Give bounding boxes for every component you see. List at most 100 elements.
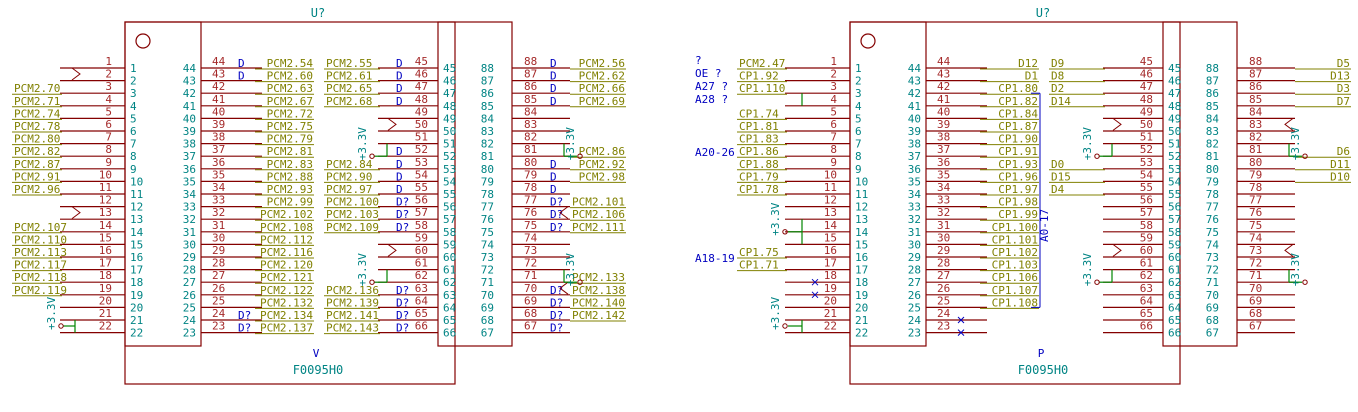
part-v-net-col2: PCM2.81 <box>267 145 313 158</box>
part-v-signal-tag-col3: D? <box>396 296 409 309</box>
part-p-net-col2: CP1.97 <box>998 183 1038 196</box>
no-connect-b-part-p-23 <box>957 329 965 336</box>
part-v-pin-name-col3: 57 <box>443 213 456 226</box>
part-v-net-col3: PCM2.103 <box>326 208 379 221</box>
part-v-pin-name-col3: 58 <box>443 226 456 239</box>
part-p-pin-name-right: 80 <box>1206 163 1219 176</box>
part-p-pin-name-right: 70 <box>1206 289 1219 302</box>
part-v-pin-number-col3: 46 <box>415 68 428 81</box>
part-v-pin-number-left: 9 <box>105 156 112 169</box>
part-v-pin-number-left: 12 <box>99 194 112 207</box>
part-v-signal-tag-col3: D? <box>396 322 409 335</box>
part-p-pin-number-col2: 43 <box>937 68 950 81</box>
power-label-part-v-right-mid: +3.3V <box>564 127 577 160</box>
part-p-net-col2: CP1.102 <box>992 246 1038 259</box>
part-p-pin-number-left: 2 <box>830 68 837 81</box>
power-label-part-p-col3-mid: +3.3V <box>1081 127 1094 160</box>
part-p-pin-name-col3: 56 <box>1168 201 1181 214</box>
pin-group-bracket-part-v-left-1-2 <box>71 67 81 81</box>
part-v-pin-name-right: 80 <box>481 163 494 176</box>
part-v-net-col2: PCM2.75 <box>267 120 313 133</box>
part-v-net-col2: PCM2.99 <box>267 196 313 209</box>
part-v-pin-number-right: 85 <box>524 93 537 106</box>
part-p-pin-number-right: 77 <box>1249 194 1262 207</box>
part-p-pin-name-col2: 33 <box>908 201 921 214</box>
part-p-pin-number-col2: 35 <box>937 168 950 181</box>
part-p-pin-name-left: 20 <box>855 301 868 314</box>
part-p-pin-name-left: 1 <box>855 62 862 75</box>
part-p-pin-number-left: 1 <box>830 55 837 68</box>
part-p-pin-name-right: 88 <box>1206 62 1219 75</box>
power-symbol-part-v-col3-mid <box>369 153 375 159</box>
part-v-net-left: PCM2.110 <box>14 233 67 246</box>
part-p-pin-number-right: 79 <box>1249 168 1262 181</box>
power-symbol-part-p-left-low <box>782 323 788 329</box>
part-v-pin-name-col2: 39 <box>183 125 196 138</box>
power-symbol-part-p-left-mid <box>782 229 788 235</box>
part-v-pin-name-left: 20 <box>130 301 143 314</box>
part-p-pin-number-col3: 46 <box>1140 68 1153 81</box>
part-v-pin-number-col3: 47 <box>415 80 428 93</box>
part-v-pin-number-right: 76 <box>524 206 537 219</box>
part-p-pin-number-col2: 29 <box>937 244 950 257</box>
part-v-pin-number-right: 74 <box>524 231 538 244</box>
part-v-pin-name-right: 73 <box>481 251 494 264</box>
part-p-pin-name-right: 79 <box>1206 175 1219 188</box>
part-p-pin-number-left: 18 <box>824 269 837 282</box>
part-p-pin-number-right: 73 <box>1249 244 1262 257</box>
part-v-net-right: PCM2.138 <box>572 284 625 297</box>
part-v-pin-name-right: 77 <box>481 201 494 214</box>
part-p-reference: U? <box>1036 6 1050 20</box>
part-p-net-col2: CP1.100 <box>992 221 1038 234</box>
part-p-net-col2: CP1.107 <box>992 284 1038 297</box>
part-p-pin-number-col2: 24 <box>937 307 951 320</box>
power-label-part-v-bottom-left: +3.3V <box>45 297 58 330</box>
part-v-pin-number-col2: 38 <box>212 131 225 144</box>
part-p-pin-name-left: 19 <box>855 289 868 302</box>
part-v-pin-number-col2: 27 <box>212 269 225 282</box>
part-v-pin-number-col2: 34 <box>212 181 226 194</box>
part-v-pin-name-left: 3 <box>130 87 137 100</box>
part-v-pin-name-right: 67 <box>481 327 494 340</box>
part-v-pin-name-col2: 40 <box>183 112 196 125</box>
part-v-net-col2: PCM2.83 <box>267 158 313 171</box>
part-v-pin-name-col3: 53 <box>443 163 456 176</box>
part-p-net-col3: D4 <box>1051 183 1065 196</box>
part-v-pin-number-col3: 63 <box>415 282 428 295</box>
part-v-net-col3: PCM2.55 <box>326 57 372 70</box>
part-v-net-col3: PCM2.109 <box>326 221 379 234</box>
part-p-net-col2: CP1.80 <box>998 82 1038 95</box>
part-v-pin1-marker <box>135 33 151 49</box>
part-p-pin-name-left: 18 <box>855 276 868 289</box>
part-v-net-left: PCM2.119 <box>14 284 67 297</box>
part-v-pin-name-col3: 62 <box>443 276 456 289</box>
part-v-pin-number-col2: 23 <box>212 320 225 333</box>
part-v-signal-tag-col3: D? <box>396 196 409 209</box>
part-p-pin-number-col3: 63 <box>1140 282 1153 295</box>
part-v-pin-number-col3: 54 <box>415 168 429 181</box>
part-p-pin-number-col2: 27 <box>937 269 950 282</box>
part-v-pin-number-right: 88 <box>524 55 537 68</box>
part-p-pin-number-col2: 34 <box>937 181 951 194</box>
part-v-net-left: PCM2.117 <box>14 259 67 272</box>
part-p-pin-name-col2: 23 <box>908 327 921 340</box>
part-v-net-left: PCM2.107 <box>14 221 67 234</box>
part-p-inner-box-left <box>849 21 927 347</box>
part-p-pin-number-right: 83 <box>1249 118 1262 131</box>
part-p-pin-name-right: 87 <box>1206 75 1219 88</box>
part-v-pin-name-col2: 34 <box>183 188 197 201</box>
part-v-net-right: PCM2.142 <box>572 309 625 322</box>
part-p-pin-name-left: 16 <box>855 251 868 264</box>
part-v-pin-number-right: 78 <box>524 181 537 194</box>
part-p-pin-number-col3: 55 <box>1140 181 1153 194</box>
part-v-pin-name-col3: 56 <box>443 201 456 214</box>
part-v-pin-number-right: 72 <box>524 257 537 270</box>
part-p-pin-number-right: 87 <box>1249 68 1262 81</box>
part-v-pin-number-col2: 32 <box>212 206 225 219</box>
part-v-signal-tag-right: D? <box>550 296 563 309</box>
part-p-net-left: PCM2.47 <box>739 57 785 70</box>
part-v-signal-tag-col3: D <box>396 57 403 70</box>
part-v-net-right: PCM2.106 <box>572 208 625 221</box>
part-p-pin-number-col3: 65 <box>1140 307 1153 320</box>
part-v-pin-number-left: 22 <box>99 320 112 333</box>
